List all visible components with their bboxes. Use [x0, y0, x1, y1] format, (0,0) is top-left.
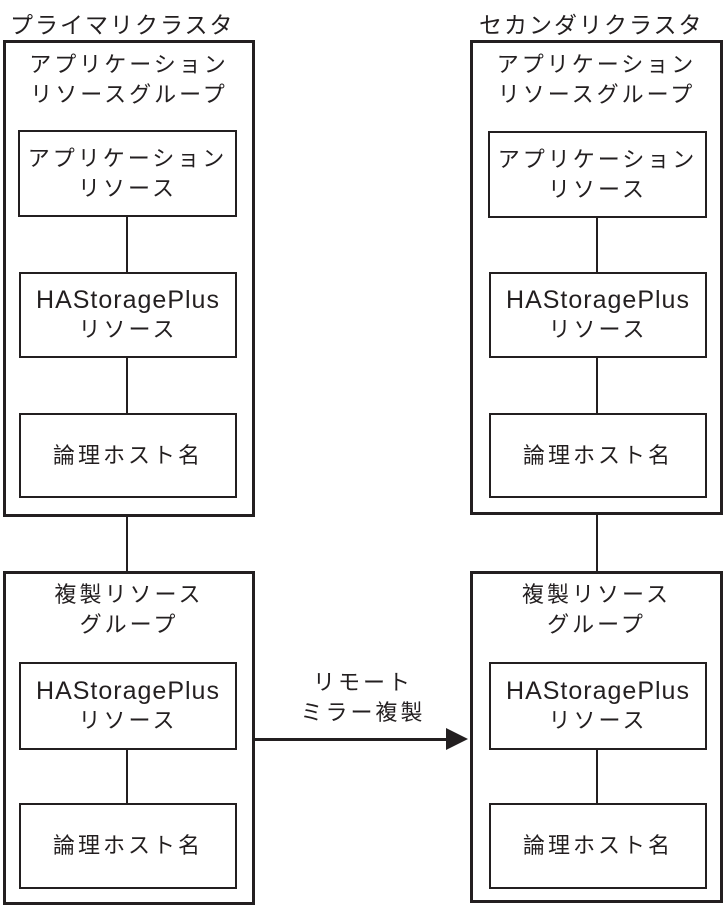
box-label-line: HAStoragePlus	[36, 677, 220, 705]
box-label-line: HAStoragePlus	[506, 677, 690, 705]
connector-line	[126, 750, 128, 803]
group-label-line: リソースグループ	[30, 82, 228, 107]
primary-repl-hastorageplus-resource-box: HAStoragePlus リソース	[19, 662, 237, 750]
box-label-line: 論理ホスト名	[522, 442, 673, 468]
arrow-label-line: リモート	[312, 670, 413, 695]
primary-cluster-title: プライマリクラスタ	[10, 12, 235, 38]
secondary-replication-group-label: 複製リソース グループ	[470, 580, 723, 640]
secondary-application-resource-box: アプリケーション リソース	[488, 131, 707, 218]
connector-line	[596, 750, 598, 803]
box-label-line: リソース	[548, 317, 648, 342]
box-label-line: HAStoragePlus	[36, 286, 220, 314]
secondary-app-resource-group-label: アプリケーション リソースグループ	[470, 50, 723, 110]
box-label-line: アプリケーション	[27, 145, 228, 171]
secondary-logical-hostname-box: 論理ホスト名	[489, 413, 707, 498]
secondary-cluster-title: セカンダリクラスタ	[479, 12, 704, 38]
connector-line	[126, 217, 128, 272]
box-label-line: リソース	[78, 317, 178, 342]
connector-line	[596, 358, 598, 413]
group-label-line: 複製リソース	[54, 582, 204, 607]
primary-application-resource-box: アプリケーション リソース	[18, 130, 237, 217]
box-label-line: 論理ホスト名	[52, 833, 203, 858]
box-label-line: 論理ホスト名	[52, 442, 203, 468]
arrow-label-line: ミラー複製	[300, 700, 426, 725]
box-label-line: アプリケーション	[497, 146, 698, 172]
primary-repl-logical-hostname-box: 論理ホスト名	[19, 803, 237, 889]
primary-replication-group-label: 複製リソース グループ	[3, 580, 255, 640]
remote-mirror-replication-label: リモート ミラー複製	[270, 668, 456, 728]
box-label-line: リソース	[78, 708, 178, 733]
group-label-line: アプリケーション	[29, 52, 229, 77]
secondary-repl-hastorageplus-resource-box: HAStoragePlus リソース	[489, 662, 707, 750]
group-label-line: グループ	[79, 612, 179, 637]
connector-line	[596, 515, 598, 571]
arrow-head-icon	[446, 728, 468, 750]
box-label-line: 論理ホスト名	[522, 833, 673, 858]
box-label-line: リソース	[548, 176, 647, 202]
connector-line	[126, 517, 128, 571]
remote-mirror-arrow-line	[255, 738, 449, 741]
connector-line	[126, 358, 128, 413]
box-label-line: リソース	[78, 175, 177, 201]
group-label-line: 複製リソース	[522, 582, 671, 607]
group-label-line: グループ	[547, 612, 646, 637]
secondary-repl-logical-hostname-box: 論理ホスト名	[489, 803, 707, 889]
group-label-line: リソースグループ	[497, 82, 696, 107]
group-label-line: アプリケーション	[496, 52, 697, 77]
primary-logical-hostname-box: 論理ホスト名	[19, 413, 237, 498]
primary-hastorageplus-resource-box: HAStoragePlus リソース	[19, 272, 237, 358]
connector-line	[596, 218, 598, 272]
box-label-line: HAStoragePlus	[506, 286, 690, 314]
primary-app-resource-group-label: アプリケーション リソースグループ	[3, 50, 255, 110]
box-label-line: リソース	[548, 708, 648, 733]
secondary-hastorageplus-resource-box: HAStoragePlus リソース	[489, 272, 707, 358]
